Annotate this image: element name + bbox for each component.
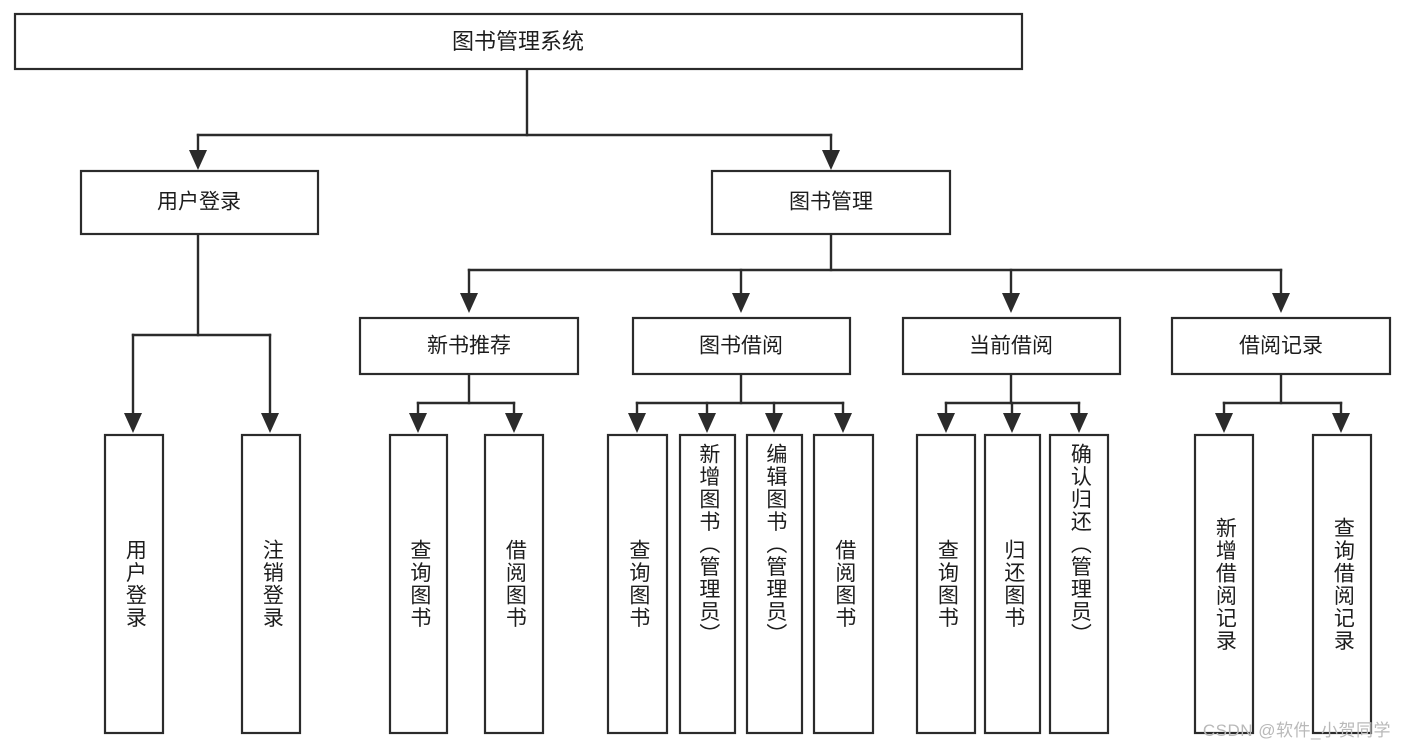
arrow-head-leaf-current-borrow-2 (1003, 413, 1021, 433)
leaf-box-borrow-record-1[interactable] (1193, 433, 1255, 735)
arrow-head-book-borrow (732, 293, 750, 313)
arrow-head-leaf-user-login-2 (261, 413, 279, 433)
node-book-manage-label: 图书管理 (789, 191, 873, 214)
leaf-box-current-borrow-3[interactable] (1048, 433, 1110, 735)
node-user-login[interactable]: 用户登录 (79, 169, 320, 236)
watermark-text: CSDN @软件_小贺同学 (1202, 721, 1391, 740)
leaf-box-new-book-1[interactable] (388, 433, 449, 735)
leaf-box-borrow-record-2[interactable] (1311, 433, 1373, 735)
node-current-borrow-label: 当前借阅 (969, 335, 1053, 358)
arrow-head-leaf-borrow-record-1 (1215, 413, 1233, 433)
arrow-head-leaf-new-book-2 (505, 413, 523, 433)
node-book-borrow-box[interactable] (631, 316, 852, 376)
node-book-borrow[interactable]: 图书借阅 (631, 316, 852, 376)
node-new-book-recommend-label: 新书推荐 (427, 335, 511, 358)
connector-group-user-login (124, 232, 279, 433)
node-root-box[interactable] (13, 12, 1024, 71)
arrow-head-new-book (460, 293, 478, 313)
leaf-box-current-borrow-1[interactable] (915, 433, 977, 735)
leaf-box-current-borrow-2[interactable] (983, 433, 1042, 735)
connector-group-current-borrow (937, 372, 1088, 433)
leaf-box-user-login-1[interactable] (103, 433, 165, 735)
arrow-head-leaf-book-borrow-2 (698, 413, 716, 433)
arrow-head-leaf-book-borrow-3 (765, 413, 783, 433)
node-new-book-recommend[interactable]: 新书推荐 (358, 316, 580, 376)
node-user-login-label: 用户登录 (157, 191, 241, 214)
node-root[interactable]: 图书管理系统 (13, 12, 1024, 71)
node-new-book-recommend-box[interactable] (358, 316, 580, 376)
node-current-borrow[interactable]: 当前借阅 (901, 316, 1122, 376)
leaf-box-user-login-2[interactable] (240, 433, 302, 735)
node-borrow-record-label: 借阅记录 (1239, 335, 1323, 358)
arrow-head-leaf-current-borrow-1 (937, 413, 955, 433)
arrow-head-current-borrow (1002, 293, 1020, 313)
node-root-label: 图书管理系统 (452, 29, 584, 54)
node-user-login-box[interactable] (79, 169, 320, 236)
connector-group-new-book (409, 372, 523, 433)
leaf-box-book-borrow-2[interactable] (678, 433, 737, 735)
arrow-head-leaf-current-borrow-3 (1070, 413, 1088, 433)
arrow-head-leaf-borrow-record-2 (1332, 413, 1350, 433)
node-book-manage-box[interactable] (710, 169, 952, 236)
arrow-head-book-manage (822, 150, 840, 170)
node-book-borrow-label: 图书借阅 (699, 335, 783, 358)
node-book-manage[interactable]: 图书管理 (710, 169, 952, 236)
connector-group-root (189, 67, 840, 170)
arrow-head-leaf-book-borrow-4 (834, 413, 852, 433)
arrow-head-leaf-user-login-1 (124, 413, 142, 433)
connector-group-book-manage (460, 232, 1290, 313)
node-borrow-record[interactable]: 借阅记录 (1170, 316, 1392, 376)
leaf-box-book-borrow-4[interactable] (812, 433, 875, 735)
connector-group-borrow-record (1215, 372, 1350, 433)
connector-group-book-borrow (628, 372, 852, 433)
arrow-head-leaf-new-book-1 (409, 413, 427, 433)
leaf-box-new-book-2[interactable] (483, 433, 545, 735)
leaf-box-book-borrow-1[interactable] (606, 433, 669, 735)
leaf-box-book-borrow-3[interactable] (745, 433, 804, 735)
node-borrow-record-box[interactable] (1170, 316, 1392, 376)
node-current-borrow-box[interactable] (901, 316, 1122, 376)
arrow-head-user-login (189, 150, 207, 170)
arrow-head-leaf-book-borrow-1 (628, 413, 646, 433)
arrow-head-borrow-record (1272, 293, 1290, 313)
